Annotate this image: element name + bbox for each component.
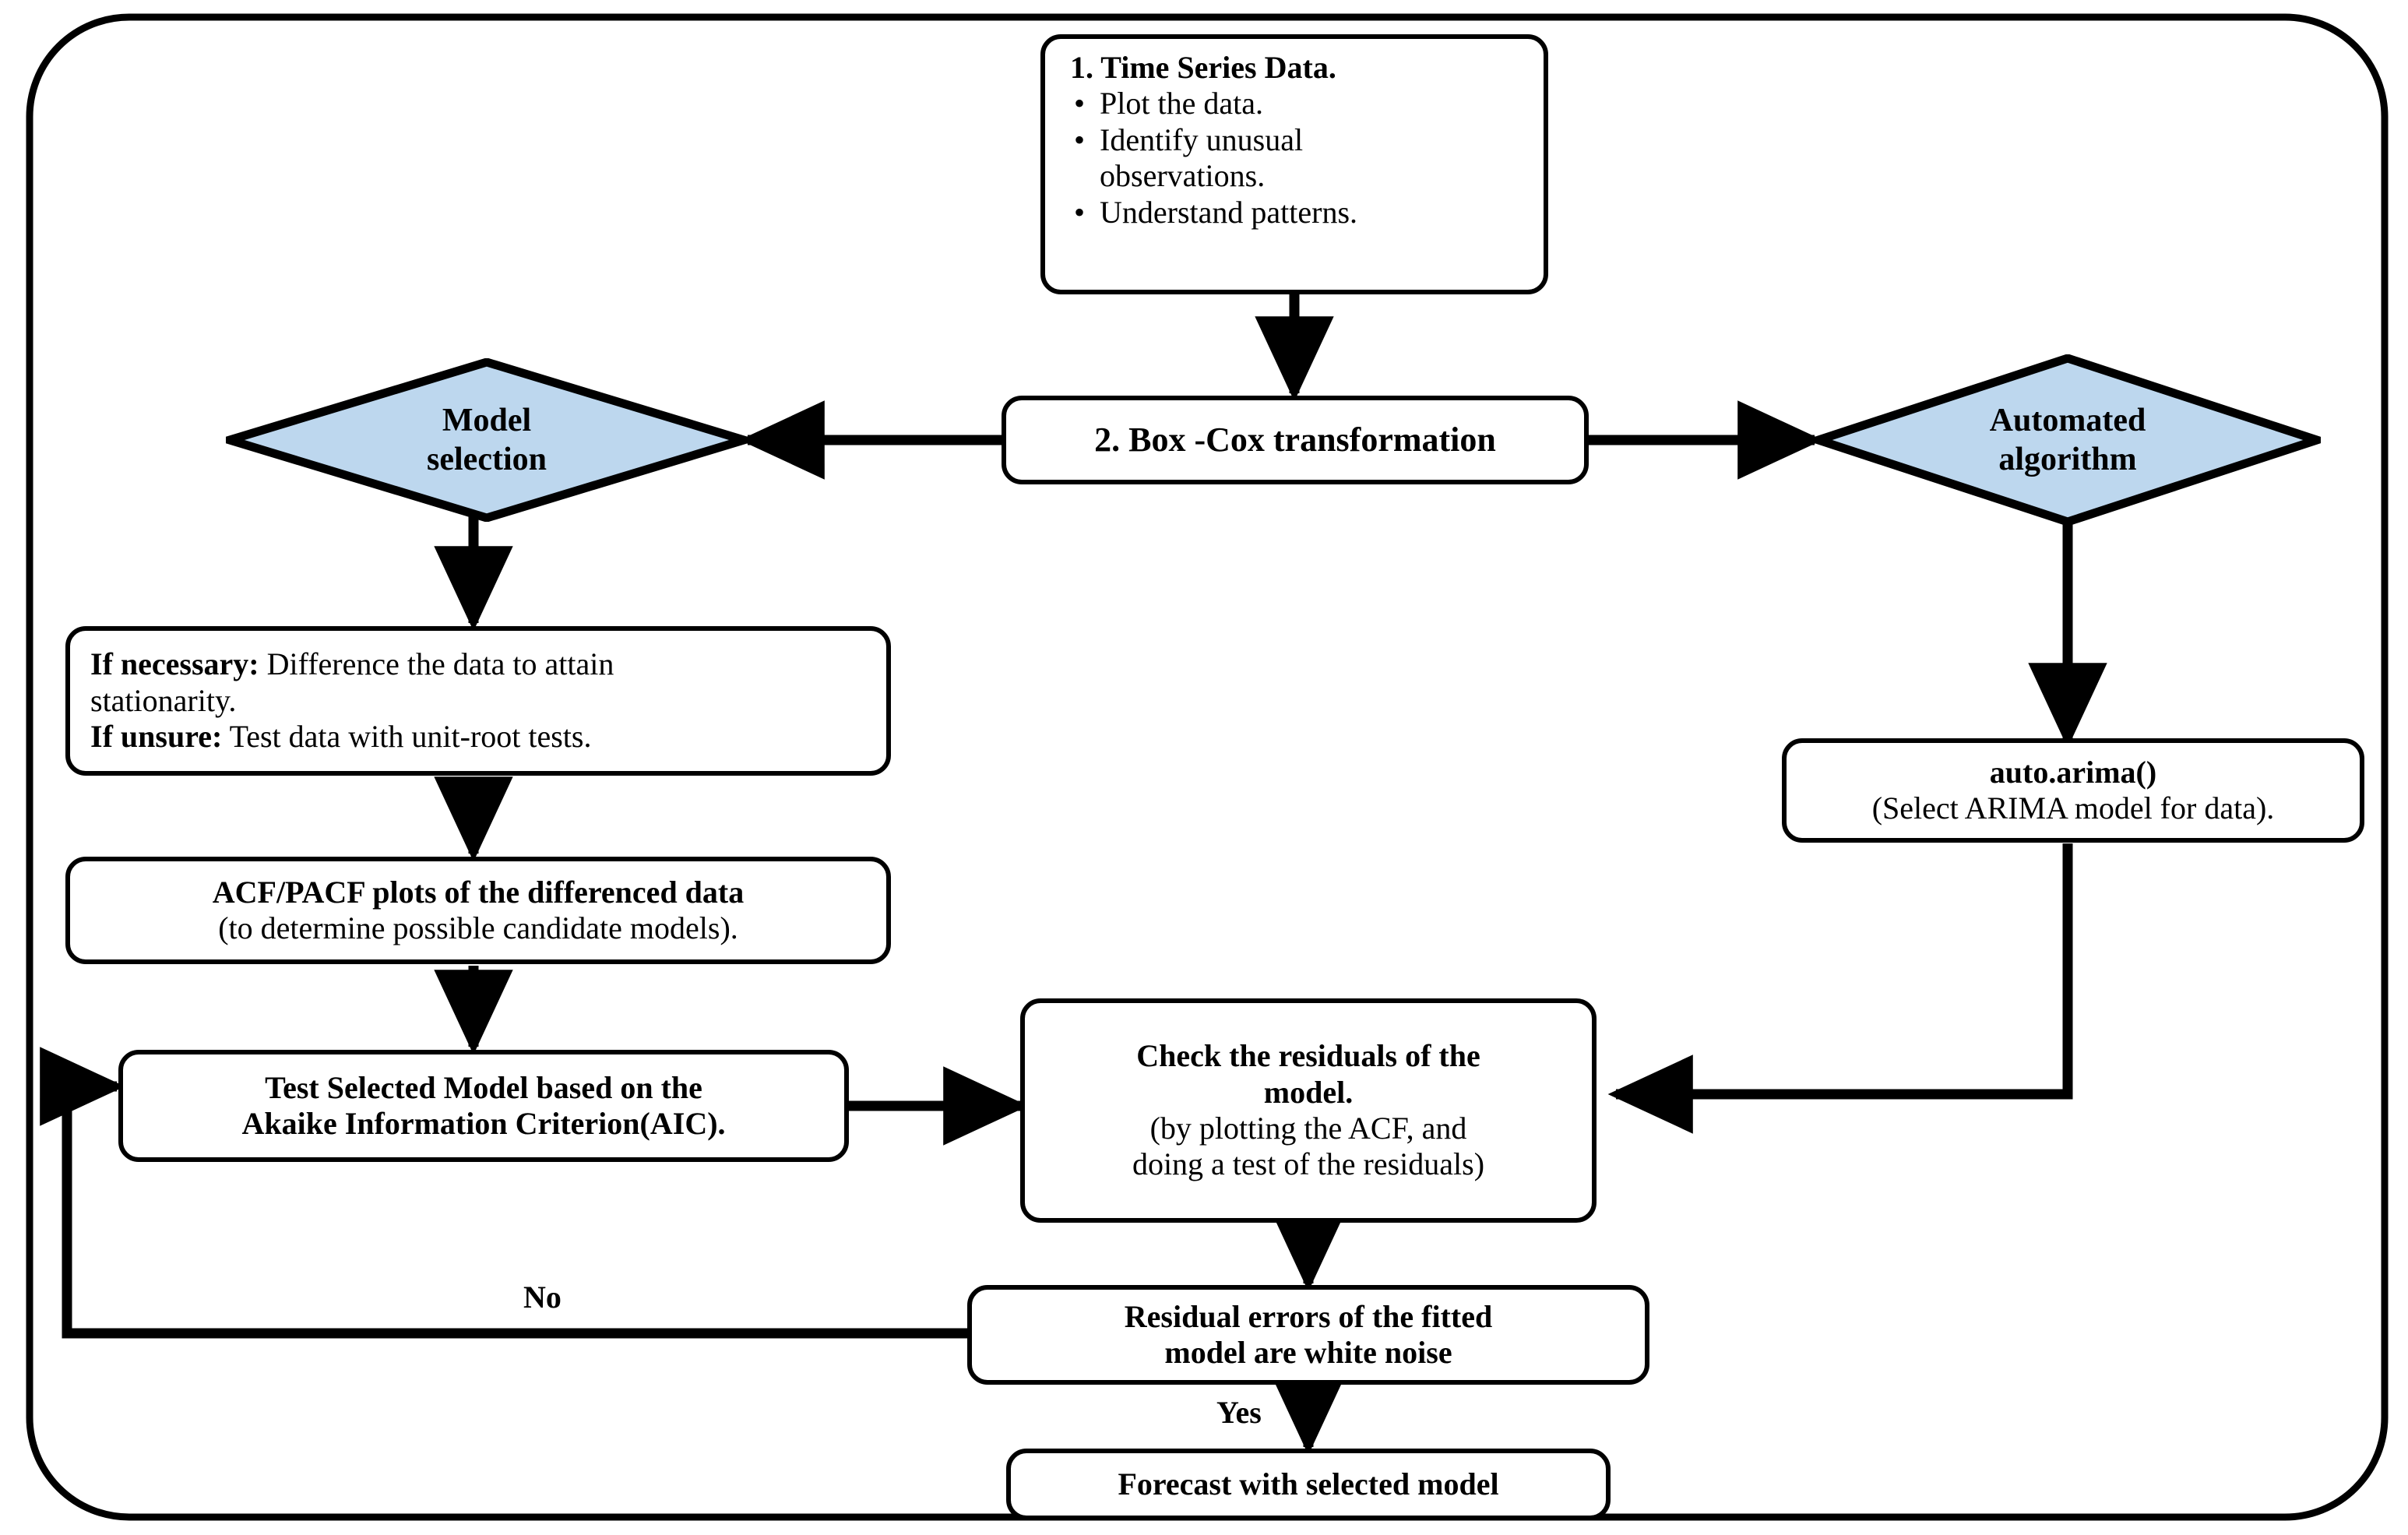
bullet-item: • Identify unusual: [1059, 122, 1536, 158]
node-test-selected-model[interactable]: Test Selected Model based on the Akaike …: [118, 1050, 849, 1162]
difference-line1: If necessary: Difference the data to att…: [90, 646, 875, 682]
model-selection-diamond-shape: [226, 358, 748, 522]
node-automated-algorithm[interactable]: Automated algorithm: [1815, 354, 2321, 526]
forecast-label: Forecast with selected model: [1118, 1466, 1499, 1502]
bullet-dot-icon: •: [1073, 121, 1085, 157]
model-selection-label: Model selection: [427, 401, 547, 480]
automated-algorithm-line2: algorithm: [1998, 442, 2137, 477]
white-noise-line2: model are white noise: [1164, 1335, 1452, 1370]
test-selected-model-line2: Akaike Information Criterion(AIC).: [241, 1106, 726, 1141]
bullet-dot-icon: •: [1073, 194, 1085, 230]
time-series-data-bullets: • Plot the data. • Identify unusual obse…: [1056, 86, 1536, 231]
edge-auto-arima-to-check-residuals: [1607, 843, 2073, 1134]
bullet-item-continuation: observations.: [1059, 158, 1536, 194]
edge-no-feedback-loop: [40, 1047, 967, 1339]
difference-line3-rest: Test data with unit-root tests.: [222, 719, 592, 755]
bullet-dot-icon: •: [1073, 86, 1085, 121]
model-selection-line2: selection: [427, 442, 547, 477]
difference-line1-rest: Difference the data to attain: [259, 646, 614, 682]
bullet-text: Identify unusual: [1100, 121, 1304, 157]
automated-algorithm-diamond-shape: [1815, 354, 2321, 526]
node-auto-arima[interactable]: auto.arima() (Select ARIMA model for dat…: [1782, 738, 2364, 843]
white-noise-line1: Residual errors of the fitted: [1124, 1298, 1493, 1334]
bullet-text: Plot the data.: [1100, 86, 1263, 121]
node-acf-pacf-plots[interactable]: ACF/PACF plots of the differenced data (…: [65, 857, 891, 964]
node-model-selection[interactable]: Model selection: [226, 358, 748, 522]
node-residuals-white-noise[interactable]: Residual errors of the fitted model are …: [967, 1285, 1649, 1385]
auto-arima-line2: (Select ARIMA model for data).: [1871, 790, 2275, 826]
edge-label-no: No: [523, 1280, 562, 1315]
model-selection-line1: Model: [442, 402, 532, 438]
difference-line2: stationarity.: [90, 682, 237, 718]
bullet-text: observations.: [1100, 158, 1266, 194]
check-residuals-line2: model.: [1263, 1074, 1354, 1110]
node-time-series-data[interactable]: 1. Time Series Data. • Plot the data. • …: [1040, 34, 1548, 294]
node-difference-the-data[interactable]: If necessary: Difference the data to att…: [65, 626, 891, 776]
acf-pacf-line2: (to determine possible candidate models)…: [218, 910, 738, 945]
check-residuals-line1: Check the residuals of the: [1136, 1038, 1480, 1074]
time-series-data-heading: 1. Time Series Data.: [1070, 50, 1336, 85]
check-residuals-line3: (by plotting the ACF, and: [1149, 1111, 1467, 1146]
node-box-cox-transformation[interactable]: 2. Box -Cox transformation: [1002, 396, 1589, 484]
node-forecast[interactable]: Forecast with selected model: [1006, 1449, 1611, 1520]
acf-pacf-line1: ACF/PACF plots of the differenced data: [212, 874, 745, 910]
edge-label-yes: Yes: [1216, 1395, 1262, 1430]
bullet-item: • Understand patterns.: [1059, 195, 1536, 231]
automated-algorithm-line1: Automated: [1989, 402, 2146, 438]
bullet-item: • Plot the data.: [1059, 86, 1536, 121]
node-check-residuals[interactable]: Check the residuals of the model. (by pl…: [1020, 998, 1597, 1223]
difference-line3-bold: If unsure:: [90, 719, 223, 755]
difference-line1-bold: If necessary:: [90, 646, 259, 682]
difference-line3: If unsure: Test data with unit-root test…: [90, 719, 875, 755]
box-cox-label: 2. Box -Cox transformation: [1094, 421, 1496, 459]
bullet-text: Understand patterns.: [1100, 194, 1358, 230]
check-residuals-line4: doing a test of the residuals): [1132, 1146, 1485, 1182]
auto-arima-line1: auto.arima(): [1989, 754, 2157, 790]
test-selected-model-line1: Test Selected Model based on the: [265, 1069, 702, 1105]
automated-algorithm-label: Automated algorithm: [1990, 401, 2146, 480]
